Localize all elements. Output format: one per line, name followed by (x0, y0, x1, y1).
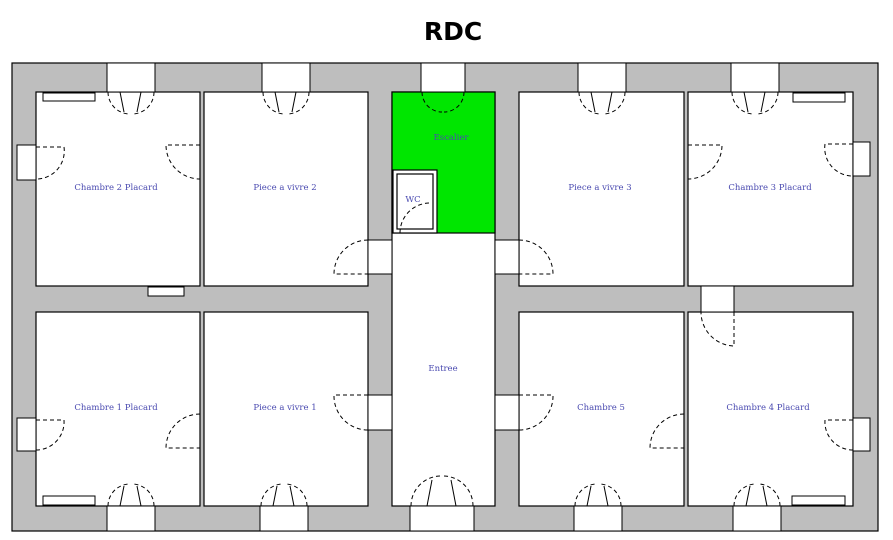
room-chambre-4 (687, 311, 854, 507)
label-piece-a-vivre-1: Piece a vivre 1 (253, 403, 316, 413)
room-wc (392, 169, 438, 234)
label-chambre-5: Chambre 5 (577, 403, 625, 413)
window-swings (107, 91, 781, 507)
windows-side (16, 141, 871, 452)
windows-bottom (106, 505, 782, 532)
room-wc-inner (396, 173, 434, 230)
room-chambre-1 (35, 311, 201, 507)
label-chambre-1: Chambre 1 Placard (74, 403, 158, 413)
door-openings (367, 239, 735, 431)
room-chambre-2 (35, 91, 201, 287)
room-piece-a-vivre-1 (203, 311, 369, 507)
door-swings (35, 143, 854, 451)
windows-top (106, 62, 780, 93)
room-chambre-3 (687, 91, 854, 287)
label-piece-a-vivre-3: Piece a vivre 3 (568, 183, 631, 193)
placards (42, 92, 846, 506)
label-chambre-4: Chambre 4 Placard (726, 403, 810, 413)
label-chambre-2: Chambre 2 Placard (74, 183, 158, 193)
label-chambre-3: Chambre 3 Placard (728, 183, 812, 193)
room-chambre-5 (518, 311, 685, 507)
label-entree: Entree (428, 364, 457, 374)
label-piece-a-vivre-2: Piece a vivre 2 (253, 183, 316, 193)
label-wc: WC (405, 195, 420, 205)
label-escalier: Escalier (434, 133, 470, 143)
plan-title: RDC (424, 17, 482, 46)
